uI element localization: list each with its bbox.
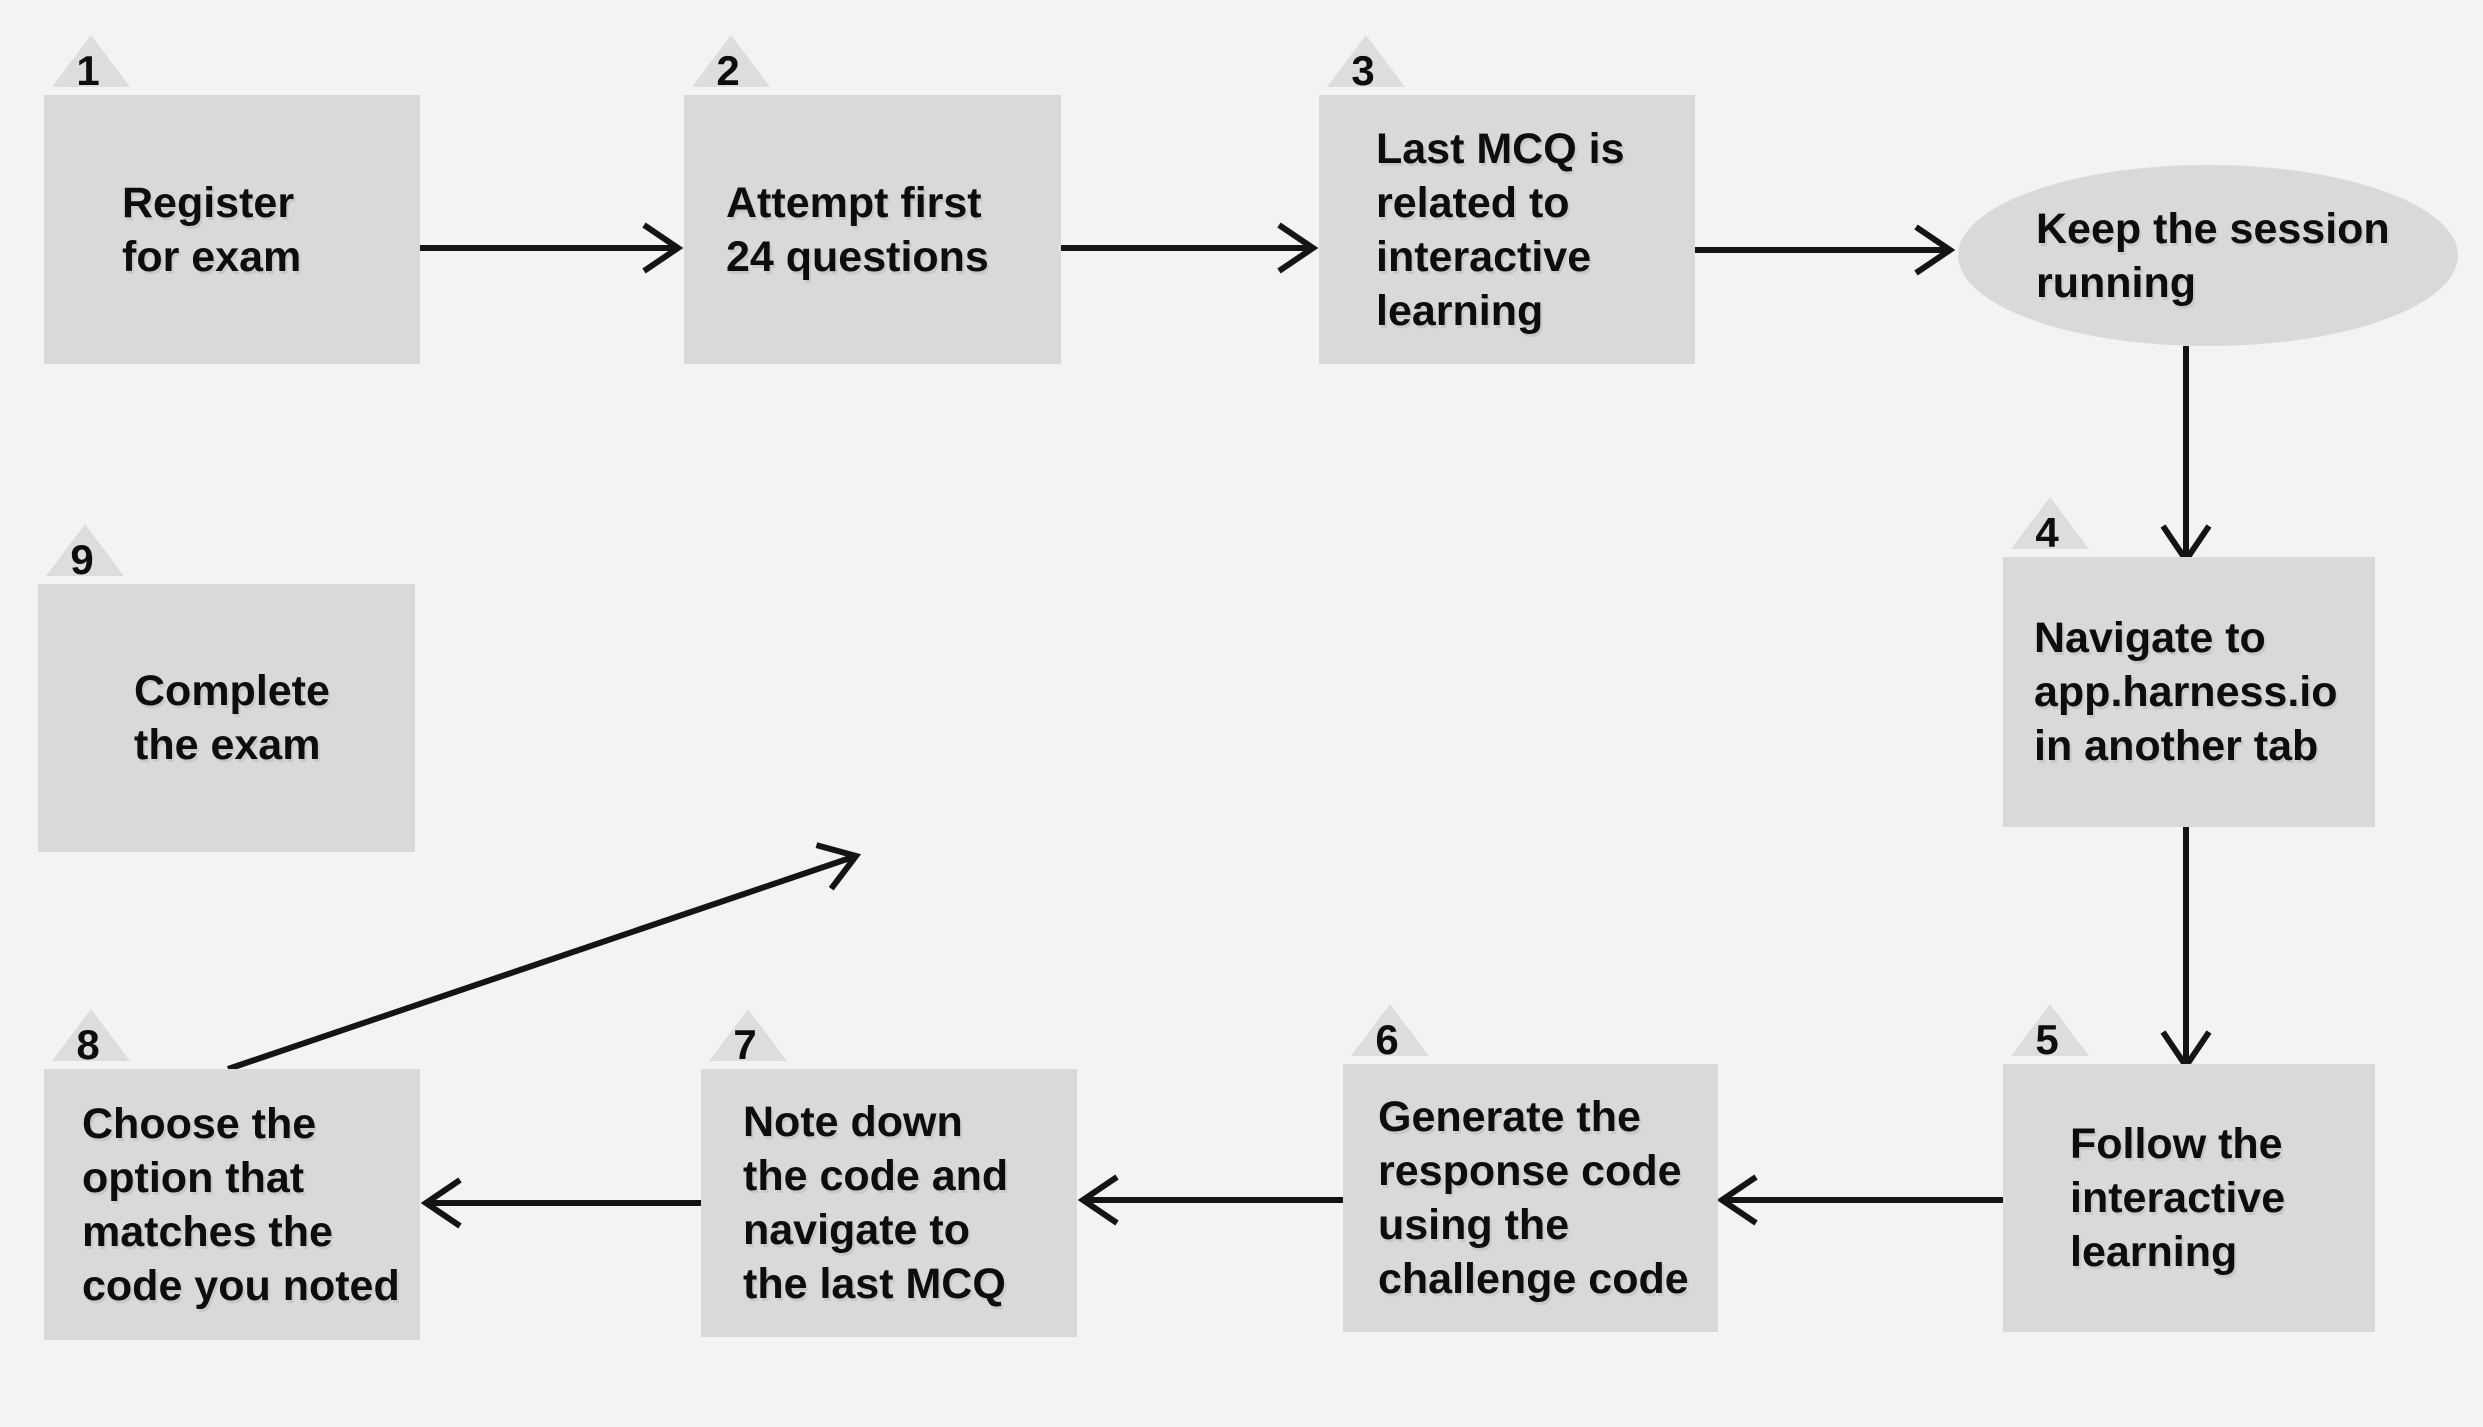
step-8-number-triangle: 8 [52, 1009, 130, 1061]
step-5-label: Follow the interactive learning [2070, 1120, 2286, 1276]
step-9-number: 9 [70, 536, 94, 583]
step-9-number-triangle: 9 [46, 524, 124, 576]
step-8-label: Choose the option that matches the code … [82, 1099, 400, 1310]
step-4-number-triangle: 4 [2011, 497, 2089, 549]
keep-session-label: Keep the session running [2036, 204, 2390, 307]
step-7-number: 7 [733, 1021, 757, 1068]
step-2-label: Attempt first 24 questions [726, 178, 989, 281]
step-5-number-triangle: 5 [2011, 1004, 2089, 1056]
step-7-label: Note down the code and navigate to the l… [743, 1098, 1009, 1308]
step-1-number-triangle: 1 [52, 35, 130, 87]
step-2-box: 2 Attempt first 24 questions [684, 35, 1061, 364]
step-9-label: Complete the exam [134, 667, 330, 769]
step-6-number-triangle: 6 [1351, 1004, 1429, 1056]
step-8-number: 8 [76, 1021, 100, 1068]
step-1-label: Register for exam [122, 178, 302, 281]
step-8-box: 8 Choose the option that matches the cod… [44, 1009, 420, 1340]
step-7-number-triangle: 7 [709, 1009, 787, 1061]
step-1-box: 1 Register for exam [44, 35, 420, 364]
step-9-box: 9 Complete the exam [38, 524, 415, 852]
step-4-box: 4 Navigate to app.harness.io in another … [2003, 497, 2375, 827]
step-3-label: Last MCQ is related to interactive learn… [1376, 124, 1625, 335]
step-3-number: 3 [1351, 47, 1375, 94]
step-6-label: Generate the response code using the cha… [1378, 1093, 1689, 1303]
step-3-box: 3 Last MCQ is related to interactive lea… [1319, 35, 1695, 364]
step-6-box: 6 Generate the response code using the c… [1343, 1004, 1718, 1332]
keep-session-ellipse: Keep the session running [1958, 165, 2458, 346]
step-5-box: 5 Follow the interactive learning [2003, 1004, 2375, 1332]
step-4-label: Navigate to app.harness.io in another ta… [2034, 614, 2338, 770]
step-3-number-triangle: 3 [1327, 35, 1405, 87]
step-2-number: 2 [716, 47, 740, 94]
step-7-box: 7 Note down the code and navigate to the… [701, 1009, 1077, 1337]
step-5-number: 5 [2035, 1016, 2059, 1063]
step-4-number: 4 [2035, 509, 2059, 556]
step-2-number-triangle: 2 [692, 35, 770, 87]
step-6-number: 6 [1375, 1016, 1399, 1063]
step-1-number: 1 [76, 47, 100, 94]
